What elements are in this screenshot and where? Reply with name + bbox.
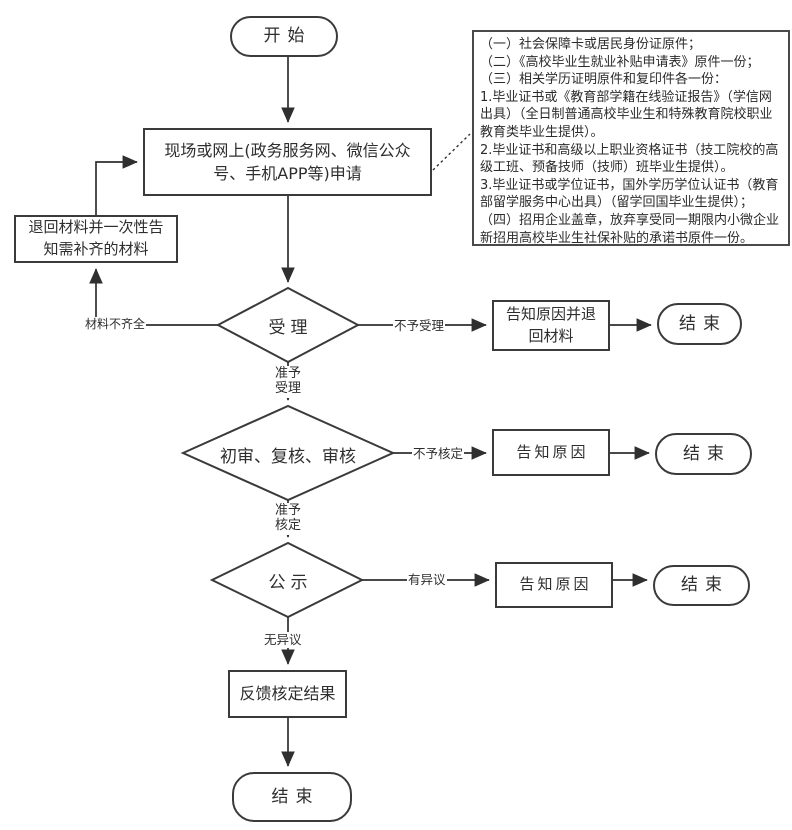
accept-diamond-label: 受理 xyxy=(268,317,313,338)
edge-label-approved: 准予核定 xyxy=(271,503,305,535)
apply-process-box: 现场或网上(政务服务网、微信公众号、手机APP等)申请 xyxy=(143,128,432,196)
edge-label-no-objection: 无异议 xyxy=(263,632,303,649)
start-terminal: 开始 xyxy=(230,16,338,57)
note-line: 3.毕业证书或学位证书，国外学历学位认证书（教育部留学服务中心出具）（留学回国毕… xyxy=(480,177,779,211)
edge-label-objection: 有异议 xyxy=(407,572,447,589)
notify-reason-box-3: 告知原因 xyxy=(495,562,613,608)
note-line: （二）《高校毕业生就业补贴申请表》原件一份； xyxy=(480,54,760,70)
arrow-return-to-apply xyxy=(95,155,138,215)
edge-label-not-approved: 不予核定 xyxy=(412,446,465,463)
return-materials-box: 退回材料并一次性告知需补齐的材料 xyxy=(14,215,178,263)
end-terminal-final: 结束 xyxy=(232,772,352,822)
feedback-result-box: 反馈核定结果 xyxy=(228,670,347,718)
notify-reason-box-2: 告知原因 xyxy=(492,429,610,476)
edge-label-accepted: 准予受理 xyxy=(271,366,305,398)
note-line: 1.毕业证书或《教育部学籍在线验证报告》（学信网出具）（全日制普通高校毕业生和特… xyxy=(480,89,773,140)
edge-label-not-accepted: 不予受理 xyxy=(393,318,446,335)
note-line: （四）招用企业盖章，放弃享受同一期限内小微企业新招用高校毕业生社保补贴的承诺书原… xyxy=(480,212,780,246)
end-terminal-1: 结束 xyxy=(657,303,742,345)
dotted-link-apply-to-notes xyxy=(432,133,471,171)
review-diamond-label: 初审、复核、审核 xyxy=(220,446,356,467)
note-line: （一）社会保障卡或居民身份证原件； xyxy=(480,37,702,52)
edge-label-materials-incomplete: 材料不齐全 xyxy=(84,317,147,333)
end-terminal-2: 结束 xyxy=(655,433,752,475)
publicity-diamond-label: 公示 xyxy=(268,572,313,593)
requirements-note-box: （一）社会保障卡或居民身份证原件； （二）《高校毕业生就业补贴申请表》原件一份；… xyxy=(472,30,790,246)
notify-reason-return-box: 告知原因并退回材料 xyxy=(492,300,610,351)
note-line: （三）相关学历证明原件和复印件各一份： xyxy=(480,72,728,88)
note-line: 2.毕业证书和高级以上职业资格证书（技工院校的高级工班、预备技师（技师）班毕业生… xyxy=(480,142,779,176)
end-terminal-3: 结束 xyxy=(653,565,750,606)
